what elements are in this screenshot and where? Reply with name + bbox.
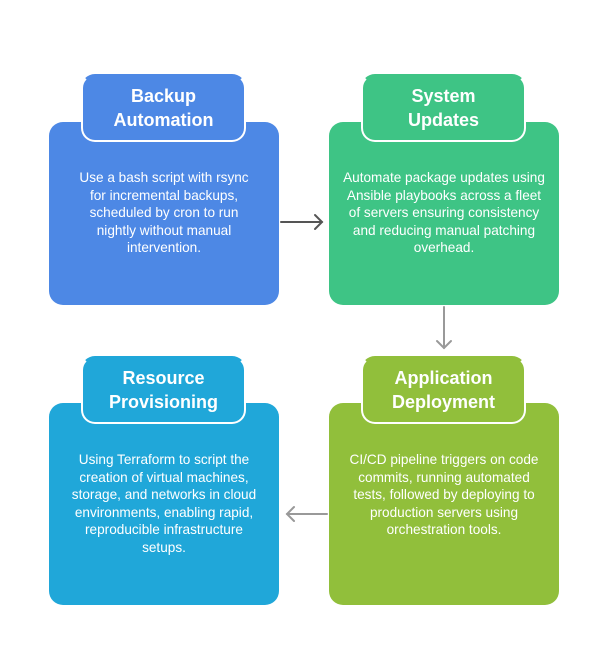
arrow-left [285,506,328,522]
step-title-line: Provisioning [108,392,218,412]
step-card-body [329,122,559,305]
step-description: CI/CD pipeline triggers on code commits,… [349,452,539,538]
arrow-down [436,306,452,350]
step-card-body [49,122,279,305]
step-description: Automate package updates using Ansible p… [343,170,545,256]
step-title-line: Updates [407,110,479,130]
step-card-body [329,403,559,605]
arrow-right [280,214,324,230]
step-title-line: Application [394,368,493,388]
step-title-line: Automation [113,110,214,130]
step-title-line: Backup [130,86,196,106]
step-title-line: System [411,86,476,106]
step-title-line: Deployment [391,392,496,412]
step-description: Use a bash script with rsync for increme… [79,170,249,256]
step-card-body [49,403,279,605]
step-title-line: Resource [122,368,205,388]
step-description: Using Terraform to script the creation o… [71,452,257,555]
